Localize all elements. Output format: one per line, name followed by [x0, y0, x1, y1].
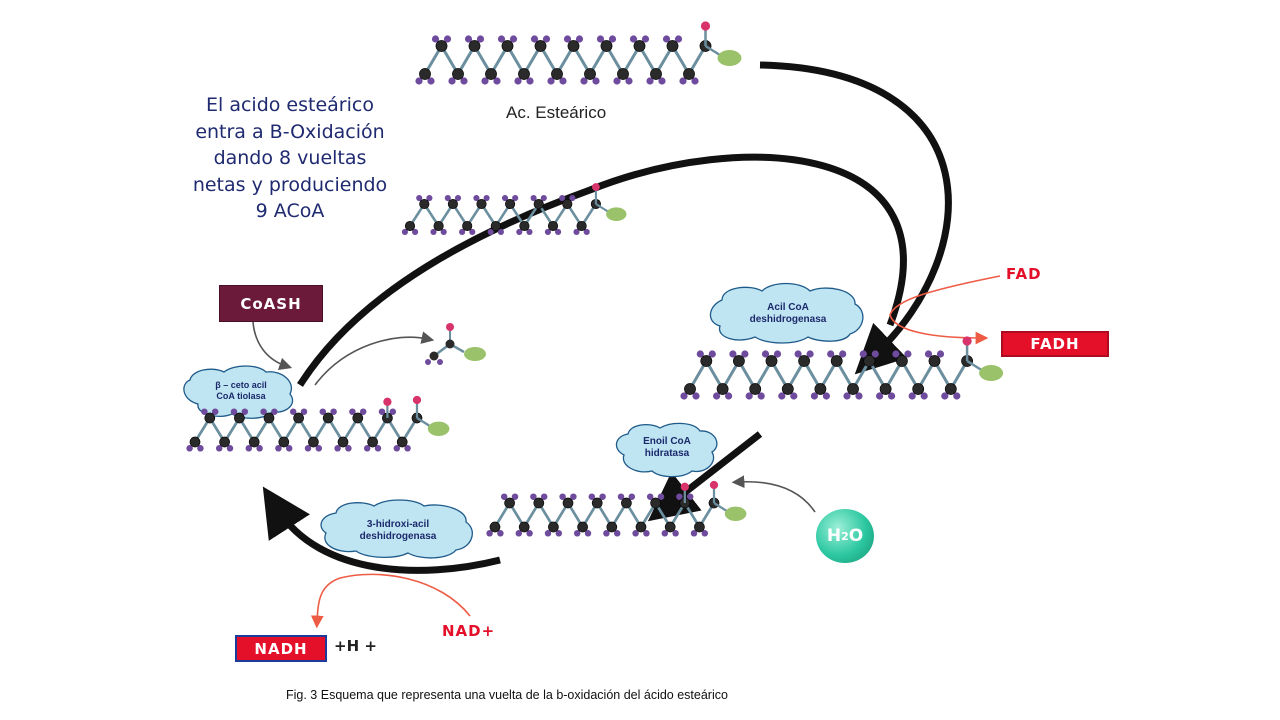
arrow-water-in	[731, 475, 816, 513]
enzyme-hidroxi-acil-line1: 3-hidroxi-acil	[366, 519, 430, 530]
enzyme-enoil-coa: Enoil CoA hidratasa	[626, 436, 708, 460]
arrow-hydroxy-to-thiolase	[262, 486, 501, 574]
arrow-acetylcoa-out	[314, 331, 435, 386]
enzyme-hidroxi-acil-line2: deshidrogenasa	[359, 531, 437, 542]
enzyme-ceto-acil: β – ceto acil CoA tiolasa	[198, 380, 284, 402]
chain-hydroxy	[486, 480, 747, 537]
cloud-acil-coa	[709, 282, 864, 344]
cloud-hidroxi-acil	[320, 499, 473, 559]
nad-plus-label: NAD+	[442, 622, 496, 640]
water-o: O	[848, 526, 864, 546]
fad-label: FAD	[1006, 265, 1042, 283]
enzyme-ceto-acil-line1: β – ceto acil	[215, 380, 267, 390]
chain-stearic	[415, 21, 742, 85]
chain-keto	[186, 395, 450, 452]
enzyme-acil-coa-line1: Acil CoA	[767, 302, 809, 313]
arrow-fad-to-fadh	[889, 275, 1001, 345]
h-plus-label: +H +	[334, 637, 377, 655]
cloud-enoil-coa	[615, 422, 718, 478]
chain-dehydrogenated	[680, 336, 1004, 400]
stearic-acid-label: Ac. Esteárico	[506, 103, 607, 122]
arrow-nad-to-nadh	[310, 573, 471, 629]
enzyme-enoil-coa-line2: hidratasa	[644, 448, 690, 459]
enzyme-ceto-acil-line2: CoA tiolasa	[216, 391, 266, 401]
water-sub: 2	[841, 529, 849, 543]
nadh-box: NADH	[235, 635, 327, 662]
enzyme-hidroxi-acil: 3-hidroxi-acil deshidrogenasa	[340, 519, 456, 543]
cloud-ceto-acil	[183, 365, 294, 419]
acyl-chains	[186, 21, 1004, 537]
acetyl-coa-released	[425, 323, 486, 365]
figure-caption: Fig. 3 Esquema que representa una vuelta…	[286, 688, 728, 702]
enzyme-acil-coa: Acil CoA deshidrogenasa	[736, 302, 840, 326]
arrow-return-loop	[297, 153, 907, 387]
arrow-coash-in	[252, 321, 293, 371]
fadh-box: FADH	[1001, 331, 1109, 357]
chain-cycle-top	[401, 183, 627, 236]
enzyme-acil-coa-line2: deshidrogenasa	[749, 314, 827, 325]
enzyme-enoil-coa-line1: Enoil CoA	[643, 436, 691, 447]
intro-text: El acido esteárico entra a B-Oxidación d…	[192, 94, 388, 222]
coash-box: CoASH	[219, 285, 323, 322]
water-h: H	[826, 526, 842, 546]
arrow-stearic-to-dehydrogenase	[759, 61, 952, 375]
